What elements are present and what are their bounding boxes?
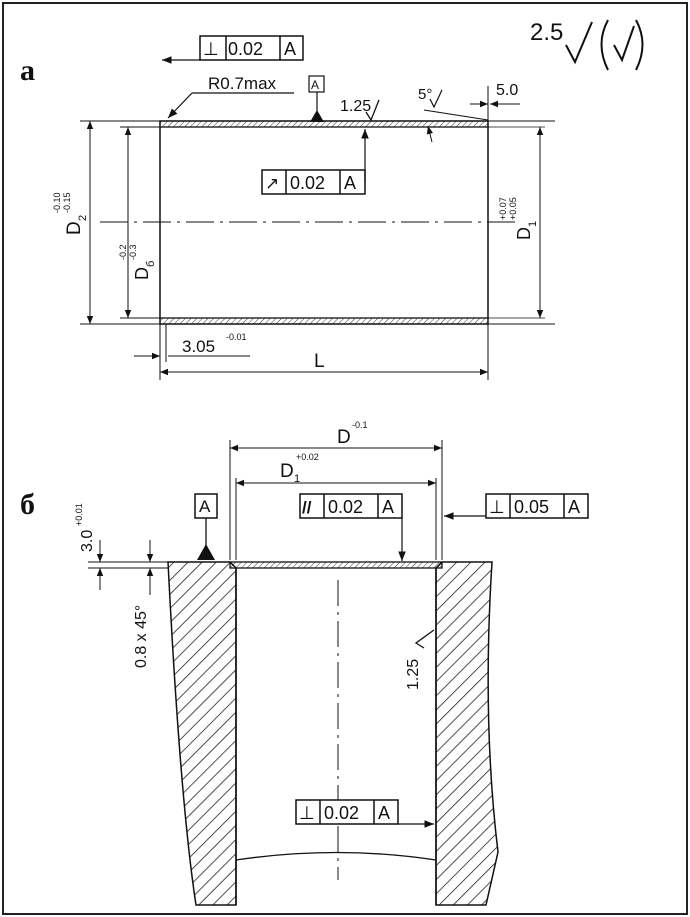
flange-dim: 3.05: [182, 337, 215, 356]
depth-tol: +0.01: [74, 503, 84, 526]
outer-diameter-dim: D 2 -0.10 -0.15: [52, 192, 89, 235]
runout-frame: ↗ 0.02 A: [261, 169, 366, 195]
outer-d-tol: -0.1: [352, 420, 368, 430]
rough-top-value: 1.25: [340, 98, 371, 115]
inner-d-sym: D: [280, 461, 294, 482]
datum-a-view-b: A: [199, 497, 211, 516]
datum-a-small: A: [311, 78, 319, 92]
length-label: L: [314, 351, 325, 372]
paren-right-icon: [635, 19, 644, 71]
d2-upper: -0.10: [52, 192, 62, 213]
d2-sym: D: [64, 221, 85, 235]
runout-datum: A: [344, 173, 356, 193]
d1-sym: D: [514, 227, 534, 240]
perp-b-value: 0.05: [514, 497, 549, 517]
perp-bottom-value: 0.02: [324, 803, 359, 823]
chamfer-value: 0.8 x 45°: [133, 605, 150, 668]
rough-b: 1.25: [405, 659, 422, 690]
parallel-symbol: //: [302, 498, 312, 517]
db-sym: D: [132, 267, 152, 280]
inner-diameter-dim: D 1 +0.07 +0.05: [498, 197, 539, 240]
radius-note: R0.7max: [208, 74, 277, 93]
parallel-value: 0.02: [328, 497, 363, 517]
roughness-check-paren-icon: [613, 25, 635, 63]
roughness-check-icon: [565, 21, 593, 65]
d1-lower: +0.05: [508, 197, 518, 220]
depth-value: 3.0: [79, 530, 96, 552]
inner-d-tol: +0.02: [296, 452, 319, 462]
d2-lower: -0.15: [62, 192, 72, 213]
rough-b-icon: [414, 629, 435, 649]
perp-value: 0.02: [228, 39, 263, 59]
perpendicularity-frame-a: ⊥ 0.02 A: [199, 35, 304, 61]
db-sub: б: [145, 261, 157, 267]
depth-dim: 3.0 +0.01: [74, 503, 96, 552]
perp-b-datum: A: [568, 497, 580, 517]
mid-diameter-dim: D б -0.2 -0.3: [118, 244, 157, 280]
d1-sub: 1: [527, 221, 539, 227]
rough-top-icon: [365, 99, 380, 122]
chamfer-dim: 0.8 x 45°: [133, 605, 150, 668]
chamfer-length: 5.0: [496, 82, 518, 99]
chamfer-angle: 5°: [418, 86, 432, 103]
rough-b-value: 1.25: [405, 659, 422, 690]
db-upper: -0.2: [118, 244, 128, 260]
view-a-label: а: [20, 54, 35, 87]
flange-tol: -0.01: [226, 332, 247, 342]
chamfer-rough-icon: [429, 89, 443, 109]
outer-d-sym: D: [337, 427, 351, 448]
perp-bottom-symbol: ⊥: [299, 803, 315, 823]
perp-symbol: ⊥: [203, 39, 219, 59]
perp-b-symbol: ⊥: [489, 497, 505, 517]
general-roughness-note: 2.5: [530, 19, 644, 71]
roughness-value: 2.5: [530, 19, 563, 46]
runout-value: 0.02: [290, 173, 325, 193]
d2-sub: 2: [77, 215, 89, 221]
parallelism-frame: // 0.02 A: [299, 493, 403, 519]
paren-left-icon: [600, 19, 609, 71]
perpendicularity-frame-bottom: ⊥ 0.02 A: [295, 799, 399, 825]
inner-d-sub: 1: [294, 473, 300, 485]
view-b-label: б: [20, 488, 35, 521]
perp-datum: A: [284, 39, 296, 59]
perpendicularity-frame-b: ⊥ 0.05 A: [485, 493, 589, 519]
perp-bottom-datum: A: [378, 803, 390, 823]
runout-symbol: ↗: [265, 174, 279, 193]
bushing-profile: [80, 120, 555, 325]
db-lower: -0.3: [128, 244, 138, 260]
d1-upper: +0.07: [498, 197, 508, 220]
bore-section: [167, 561, 499, 906]
parallel-datum: A: [382, 497, 394, 517]
